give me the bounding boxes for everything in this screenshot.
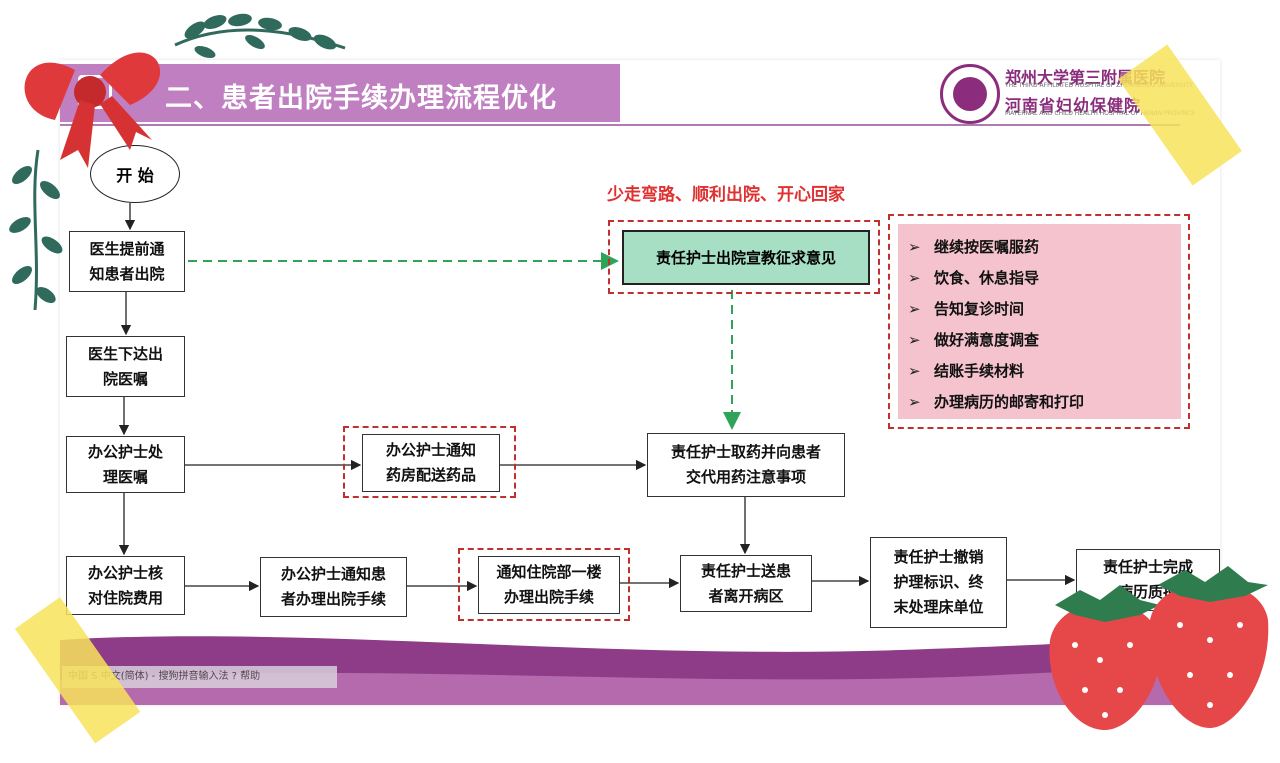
ime-taskbar: 中国 S 中文(简体) - 搜狗拼音输入法 ? 帮助 [62, 666, 337, 688]
highlight-frame-pharmacy [343, 426, 516, 498]
node-nurse-cancel-signs: 责任护士撤销护理标识、终末处理床单位 [870, 537, 1007, 628]
bullet-arrow-icon: ➢ [908, 238, 921, 256]
node-line: 医生提前通 [89, 239, 165, 258]
bullet-arrow-icon: ➢ [908, 393, 921, 411]
checklist-item: ➢ 做好满意度调查 [908, 325, 1181, 356]
node-line: 交代用药注意事项 [685, 468, 806, 486]
strawberry-icon [1149, 566, 1269, 728]
node-notify-pharmacy: 办公护士通知药房配送药品 [362, 434, 500, 492]
node-line: 知患者出院 [89, 264, 165, 283]
red-ribbon-bow-icon [24, 52, 161, 168]
checklist-item-text: 饮食、休息指导 [934, 269, 1040, 287]
bullet-arrow-icon: ➢ [908, 331, 921, 349]
checklist-item-text: 办理病历的邮寄和打印 [934, 393, 1085, 411]
checklist-item: ➢ 结账手续材料 [908, 356, 1181, 387]
highlight-frame-education [608, 220, 880, 294]
checklist-item: ➢ 办理病历的邮寄和打印 [908, 387, 1181, 418]
node-line: 责任护士完成 [1102, 558, 1193, 577]
node-line: 对住院费用 [87, 588, 163, 607]
node-nurse-escort-patient: 责任护士送患者离开病区 [680, 555, 812, 612]
start-node: 开 始 [90, 145, 180, 203]
checklist-item-text: 结账手续材料 [934, 362, 1025, 380]
checklist-frame [888, 214, 1190, 429]
node-office-nurse-process: 办公护士处理医嘱 [66, 436, 185, 493]
node-line: 责任护士撤销 [893, 548, 984, 567]
node-line: 办公护士核 [87, 563, 163, 582]
node-nurse-fetch-medicine: 责任护士取药并向患者交代用药注意事项 [647, 433, 845, 497]
checklist-item-text: 继续按医嘱服药 [934, 238, 1040, 256]
checklist: ➢ 继续按医嘱服药 ➢ 饮食、休息指导 ➢ 告知复诊时间 ➢ 做好满意度调查 ➢ 结账手续… [898, 224, 1181, 418]
title-underline [60, 124, 1180, 126]
node-line: 医生下达出 [87, 344, 163, 363]
node-line: 者办理出院手续 [280, 590, 386, 608]
bullet-arrow-icon: ➢ [908, 269, 921, 287]
node-line: 办公护士通知患 [280, 565, 386, 584]
node-notify-patient-discharge: 办公护士通知患者办理出院手续 [260, 557, 407, 617]
yellow-tape-bottom-left-icon [14, 597, 141, 744]
checklist-item-text: 告知复诊时间 [934, 300, 1025, 318]
bullet-arrow-icon: ➢ [908, 300, 921, 318]
node-doctor-order: 医生下达出院医嘱 [66, 336, 185, 397]
node-line: 末处理床单位 [893, 597, 984, 616]
node-line: 办公护士处 [87, 442, 163, 461]
bullet-arrow-icon: ➢ [908, 362, 921, 380]
checklist-panel: ➢ 继续按医嘱服药 ➢ 饮食、休息指导 ➢ 告知复诊时间 ➢ 做好满意度调查 ➢ 结账手续… [898, 224, 1181, 419]
hospital-name-en-2: MATERNAL AND CHILD HEALTH HOSPITAL OF HE… [1005, 110, 1195, 117]
slide-title: 二、患者出院手续办理流程优化 [165, 83, 557, 114]
node-office-nurse-check-fees: 办公护士核对住院费用 [66, 556, 185, 615]
hospital-name-2: 河南省妇幼保健院 [1005, 96, 1142, 115]
node-discharge-education: 责任护士出院宣教征求意见 [622, 230, 870, 285]
highlight-frame-first-floor [458, 548, 630, 621]
leaf-branch-top-icon [174, 13, 346, 59]
strawberry-icon [1049, 585, 1161, 730]
slogan-text: 少走弯路、顺利出院、开心回家 [607, 185, 845, 205]
node-line: 护理标识、终 [893, 573, 984, 592]
node-line: 责任护士取药并向患者 [670, 443, 821, 462]
hospital-logo [940, 64, 1000, 124]
node-line: 通知住院部一楼 [496, 563, 602, 582]
checklist-item-text: 做好满意度调查 [934, 331, 1040, 349]
node-line: 办公护士通知 [385, 441, 476, 460]
node-doctor-notify: 医生提前通知患者出院 [69, 231, 185, 292]
leaf-branch-left-icon [9, 149, 63, 311]
node-line: 责任护士送患 [700, 561, 791, 580]
node-line: 院医嘱 [102, 369, 148, 388]
node-line: 者离开病区 [708, 586, 784, 605]
hospital-name-en-1: THE THIRD AFFILIATED HOSPITAL OF ZHENGZH… [1005, 82, 1193, 89]
checklist-item: ➢ 告知复诊时间 [908, 294, 1181, 325]
checklist-item: ➢ 继续按医嘱服药 [908, 232, 1181, 263]
node-line: 理医嘱 [102, 467, 148, 486]
node-line: 药房配送药品 [385, 466, 476, 484]
checklist-item: ➢ 饮食、休息指导 [908, 263, 1181, 294]
node-line: 办理出院手续 [503, 588, 594, 606]
node-notify-first-floor: 通知住院部一楼办理出院手续 [478, 556, 620, 614]
yellow-tape-top-right-icon [1118, 44, 1242, 186]
